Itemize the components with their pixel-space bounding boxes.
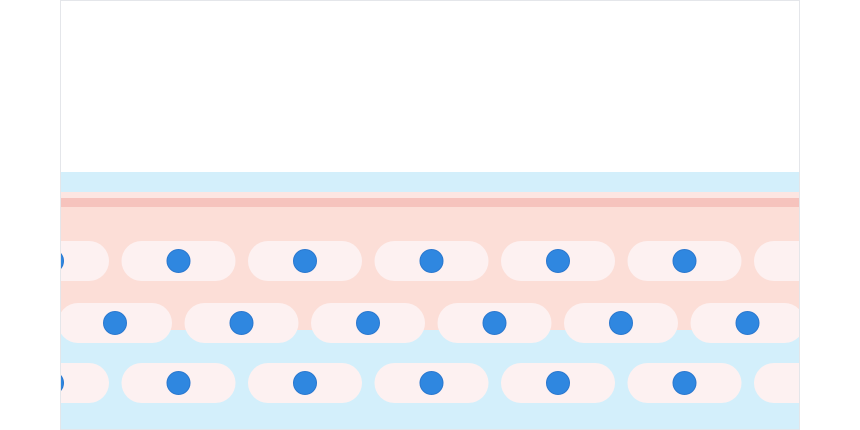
cell-body — [754, 363, 800, 403]
cell-nucleus — [166, 371, 191, 395]
cell-nucleus — [61, 375, 64, 391]
cell-nucleus — [103, 311, 127, 335]
cell-nucleus — [229, 311, 254, 335]
cell-nucleus — [61, 253, 64, 269]
cell-row-middle-row — [61, 303, 800, 343]
outer-fluid-layer — [61, 172, 800, 192]
cell-row-top-row — [61, 241, 800, 281]
cell-layer — [61, 241, 800, 403]
cell-nucleus — [419, 249, 444, 273]
cell-body — [754, 241, 800, 281]
cell-nucleus — [735, 311, 760, 335]
cell-nucleus — [293, 371, 317, 395]
cell-nucleus — [672, 371, 697, 395]
pale-band-layer — [61, 192, 800, 198]
cell-nucleus — [356, 311, 380, 335]
cell-body — [61, 241, 109, 281]
cell-nucleus — [609, 311, 633, 335]
cell-row-bottom-row — [61, 363, 800, 403]
cell-nucleus — [166, 249, 191, 273]
membrane-line — [61, 198, 800, 207]
cell-nucleus — [293, 249, 317, 273]
cell-nucleus — [419, 371, 444, 395]
cell-nucleus — [546, 371, 570, 395]
cell-nucleus — [482, 311, 507, 335]
cell-nucleus — [672, 249, 697, 273]
cell-body — [61, 363, 109, 403]
cell-nucleus — [546, 249, 570, 273]
